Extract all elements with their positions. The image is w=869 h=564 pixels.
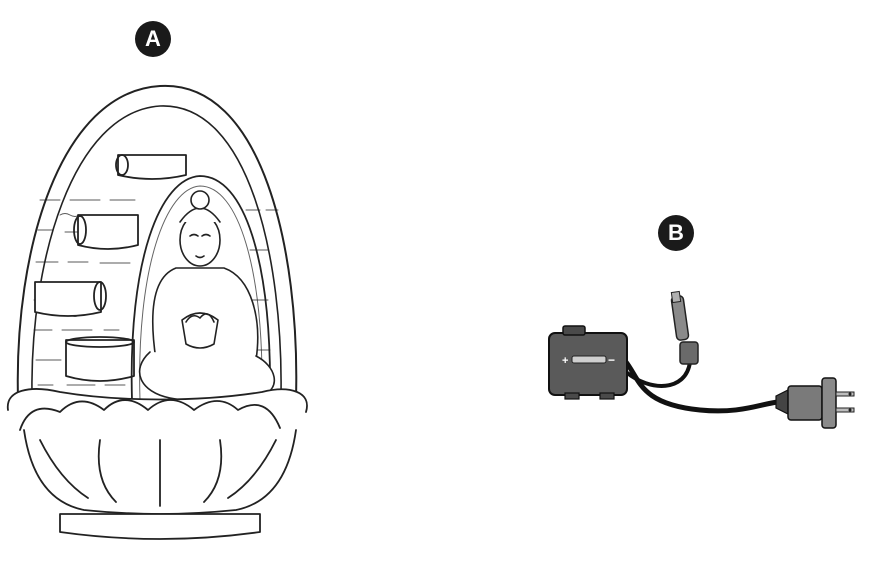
label-b-badge: B (658, 215, 694, 251)
cascade-bowls (34, 154, 187, 382)
buddha-alcove (130, 175, 271, 401)
label-a-badge: A (135, 21, 171, 57)
wall-plug-icon (775, 377, 855, 429)
fountain-outer-frame (16, 84, 298, 399)
dc-connector-icon (670, 290, 699, 365)
pump-assembly: + − (548, 290, 855, 429)
fountain-illustration (7, 84, 308, 540)
pump-body-icon (548, 325, 628, 400)
power-cord (623, 360, 779, 414)
battery-plus-symbol: + (562, 355, 568, 367)
buddha-figure (138, 190, 276, 404)
fountain-inner-frame (31, 105, 282, 396)
dc-cord (624, 361, 692, 388)
lotus-base (7, 388, 308, 540)
battery-minus-symbol: − (608, 353, 615, 367)
